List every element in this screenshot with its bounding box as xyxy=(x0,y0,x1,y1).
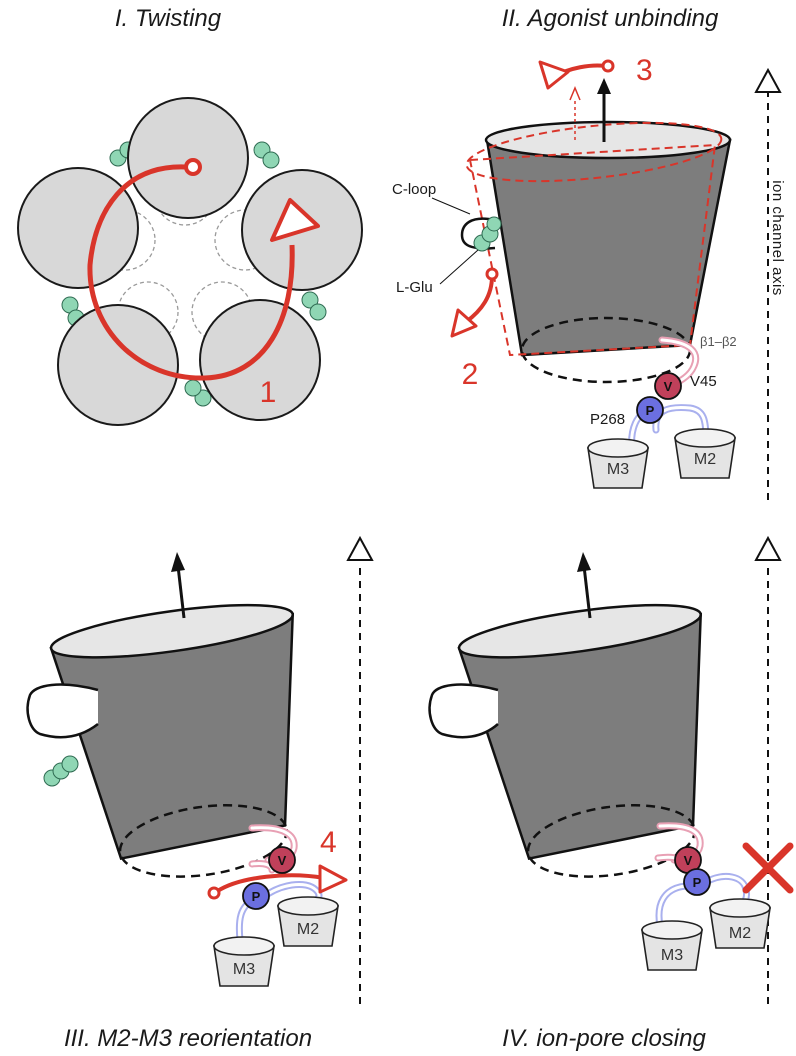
step-number: 4 xyxy=(320,826,337,859)
ion-channel-axis: ion channel axis xyxy=(754,67,786,506)
valine-residue xyxy=(268,846,296,874)
pentamer-top-view xyxy=(17,97,363,426)
panel-m2m3-reorientation: III. M2-M3 reorientation xyxy=(26,535,374,1052)
subunit-c xyxy=(199,299,321,421)
step4-arrow xyxy=(214,873,325,894)
ion-channel-axis xyxy=(346,535,374,1010)
l-glu-pointer xyxy=(439,249,479,285)
panel-ion-pore-closing: IV. ion-pore closing M3 M2 xyxy=(428,535,794,1052)
proline-symbol: P xyxy=(693,875,702,890)
proline-symbol: P xyxy=(646,403,655,418)
subunit-e xyxy=(17,167,139,289)
transmembrane-linker: M3 M2 V P xyxy=(641,822,771,971)
subunit-a xyxy=(127,97,249,219)
valine-residue xyxy=(654,372,682,400)
step-number: 3 xyxy=(636,54,653,87)
transmembrane-linker: M3 M2 V P xyxy=(587,336,736,489)
beta-loop-label: β1–β2 xyxy=(700,334,737,349)
arrowhead-icon xyxy=(450,308,478,338)
panel-title: II. Agonist unbinding xyxy=(502,5,719,32)
arrowhead-icon xyxy=(538,60,570,90)
p268-label: P268 xyxy=(590,411,625,428)
m3-label: M3 xyxy=(607,461,629,478)
valine-symbol: V xyxy=(664,379,673,394)
axis-label: ion channel axis xyxy=(769,180,786,296)
protein-body xyxy=(465,120,732,384)
twist-arrow-origin xyxy=(184,158,202,176)
step-number: 2 xyxy=(462,358,479,391)
subunit-d xyxy=(57,304,179,426)
axis-arrowhead-icon xyxy=(754,67,782,93)
closed-cross-icon xyxy=(742,842,794,894)
c-loop xyxy=(26,683,99,739)
c-loop xyxy=(428,683,499,739)
proline-residue xyxy=(636,396,664,424)
c-loop-pointer xyxy=(431,197,471,215)
ion-channel-axis xyxy=(754,535,782,1010)
panel-title: I. Twisting xyxy=(115,5,222,32)
step3-rotation-arrow xyxy=(538,59,615,140)
upward-shift-arrow xyxy=(577,552,592,619)
panel-agonist-unbinding: II. Agonist unbinding ion channel axis C… xyxy=(392,5,786,506)
step2-unbinding-arrow xyxy=(450,267,499,338)
twist-arrowhead-icon xyxy=(270,198,320,242)
valine-symbol: V xyxy=(278,853,287,868)
released-glutamate xyxy=(43,755,79,787)
m2-label: M2 xyxy=(297,921,319,938)
proline-symbol: P xyxy=(252,889,261,904)
protein-body xyxy=(49,603,295,878)
panel-title: III. M2-M3 reorientation xyxy=(64,1025,312,1052)
v45-label: V45 xyxy=(690,373,717,390)
twist-arrow xyxy=(87,164,295,381)
axis-arrowhead-icon xyxy=(346,535,374,561)
l-glu-label: L-Glu xyxy=(396,279,433,296)
m2-label: M2 xyxy=(729,925,751,942)
upward-shift-arrow xyxy=(171,552,186,619)
m2-label: M2 xyxy=(694,451,716,468)
panel-title: IV. ion-pore closing xyxy=(502,1025,706,1052)
bound-glutamate xyxy=(473,216,502,252)
c-loop-label: C-loop xyxy=(392,181,436,198)
upward-shift-arrow xyxy=(597,78,611,142)
m3-label: M3 xyxy=(661,947,683,964)
m3-label: M3 xyxy=(233,961,255,978)
valine-symbol: V xyxy=(684,853,693,868)
arrowhead-icon xyxy=(318,864,348,894)
panel-twisting: I. Twisting xyxy=(17,5,363,426)
axis-arrowhead-icon xyxy=(754,535,782,561)
step-number: 1 xyxy=(260,376,277,409)
proline-residue xyxy=(242,882,270,910)
proline-residue xyxy=(683,868,711,896)
transmembrane-linker: M3 M2 V P xyxy=(207,824,348,987)
